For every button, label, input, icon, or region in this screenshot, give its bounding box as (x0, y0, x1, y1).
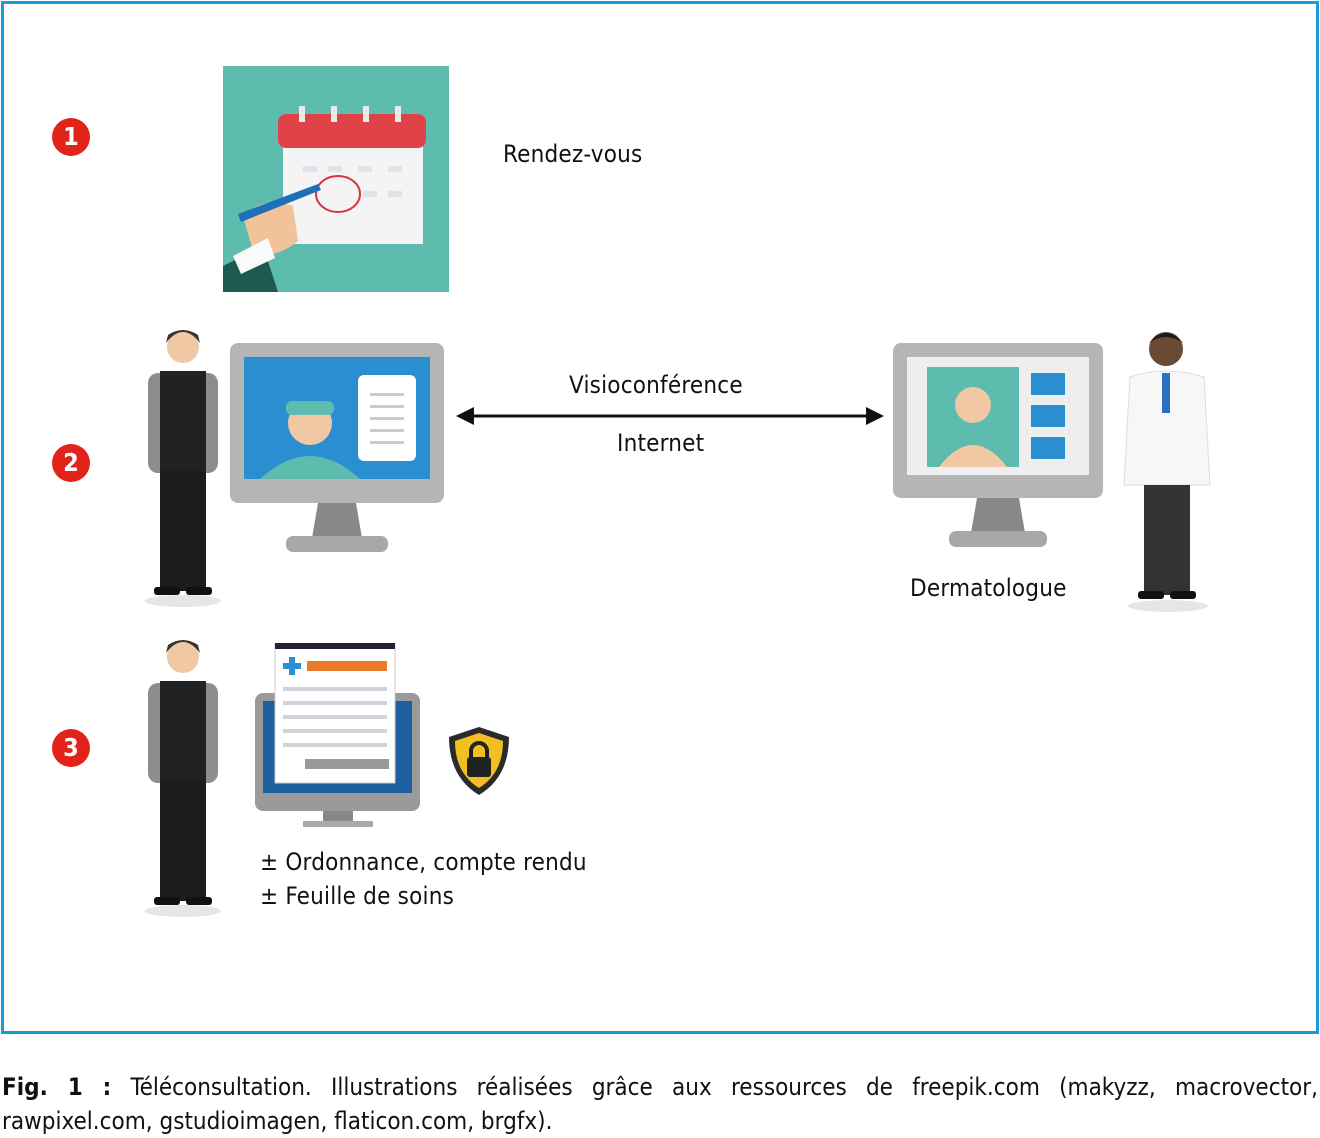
internet-label: Internet (617, 429, 705, 457)
calendar-illustration (223, 66, 449, 292)
doctor-figure (1123, 332, 1211, 612)
rendez-vous-label: Rendez-vous (503, 140, 643, 168)
patient-figure (145, 640, 221, 917)
step-1-badge: 1 (52, 118, 90, 156)
figure-caption: Fig. 1 : Téléconsultation. Illustrations… (2, 1070, 1318, 1138)
ordonnance-label: ± Ordonnance, compte rendu (260, 848, 587, 876)
prescription-monitor (255, 643, 420, 827)
step-2-badge: 2 (52, 444, 90, 482)
figure-frame (1, 1, 1319, 1034)
step-3-badge: 3 (52, 729, 90, 767)
security-shield-lock-icon (449, 727, 509, 795)
caption-prefix: Fig. 1 : (2, 1073, 112, 1101)
patient-figure (145, 330, 221, 607)
patient-monitor (230, 343, 444, 552)
double-arrow (456, 407, 884, 425)
dermatologue-label: Dermatologue (910, 574, 1067, 602)
feuille-de-soins-label: ± Feuille de soins (260, 882, 455, 910)
visioconference-label: Visioconférence (569, 371, 743, 399)
doctor-monitor (893, 343, 1103, 547)
caption-text: Téléconsultation. Illustrations réalisée… (2, 1073, 1318, 1135)
